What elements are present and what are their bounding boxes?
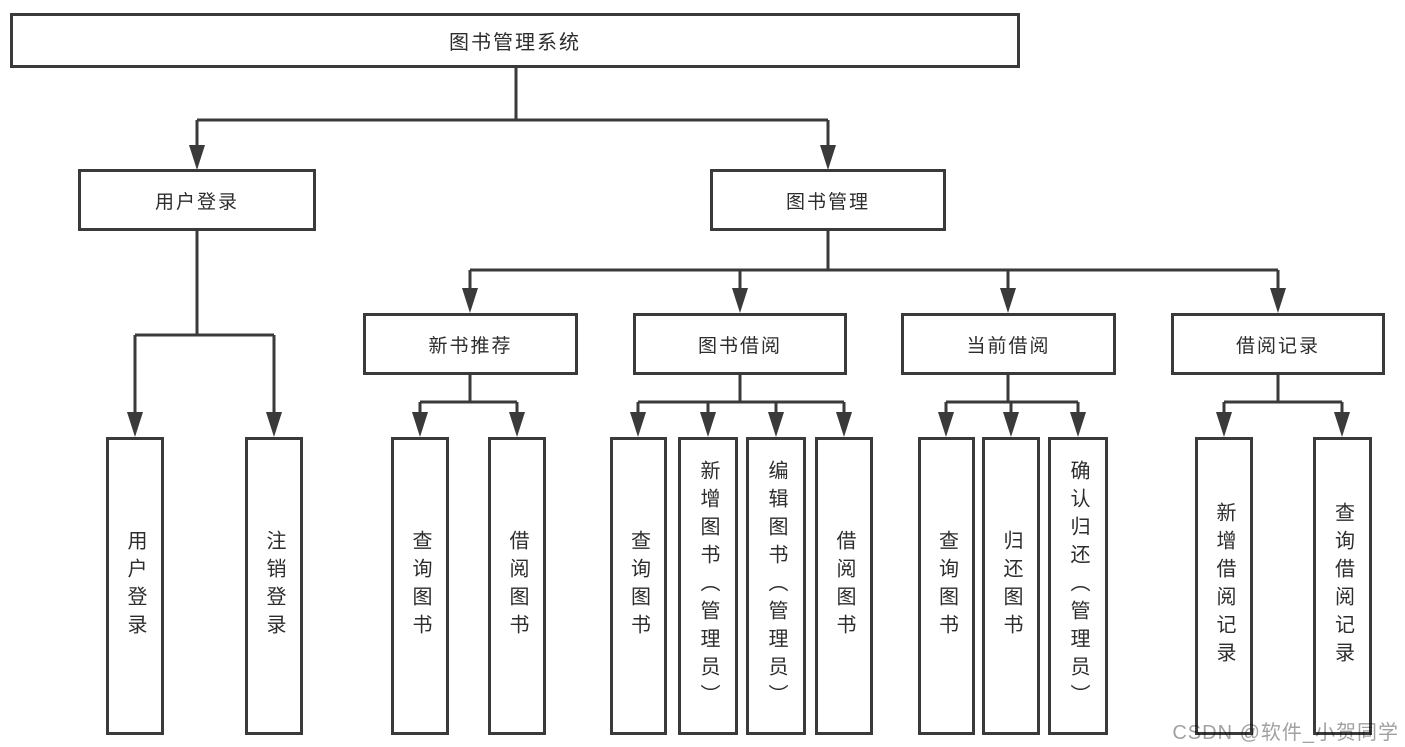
- node-label: 确认归还（管理员）: [1067, 460, 1089, 712]
- node-label: 图书管理系统: [449, 32, 581, 54]
- node-label: 用户登录: [124, 530, 146, 642]
- node-leaf-borrow-books: 借阅图书: [815, 437, 873, 735]
- node-leaf-add-borrow-record: 新增借阅记录: [1195, 437, 1253, 735]
- node-current-borrow: 当前借阅: [901, 313, 1116, 375]
- node-label: 新增借阅记录: [1213, 502, 1235, 670]
- node-leaf-borrow-books-recommend: 借阅图书: [488, 437, 546, 735]
- node-leaf-user-login: 用户登录: [106, 437, 164, 735]
- node-user-login-branch: 用户登录: [78, 169, 316, 231]
- node-leaf-edit-books-admin: 编辑图书（管理员）: [746, 437, 806, 735]
- node-label: 查询图书: [935, 530, 958, 642]
- node-label: 注销登录: [263, 530, 285, 642]
- node-leaf-query-books-borrow: 查询图书: [610, 437, 667, 735]
- node-label: 归还图书: [1000, 530, 1022, 642]
- node-label: 借阅记录: [1235, 335, 1320, 357]
- node-label: 编辑图书（管理员）: [765, 460, 787, 712]
- node-label: 查询借阅记录: [1331, 502, 1354, 670]
- node-label: 新增图书（管理员）: [697, 460, 719, 712]
- node-root-library-system: 图书管理系统: [10, 13, 1020, 68]
- node-label: 新书推荐: [428, 335, 513, 357]
- node-borrow-records: 借阅记录: [1171, 313, 1385, 375]
- node-label: 当前借阅: [966, 335, 1051, 357]
- node-leaf-query-books-current: 查询图书: [918, 437, 975, 735]
- node-label: 借阅图书: [506, 530, 528, 642]
- node-label: 查询图书: [409, 530, 431, 642]
- node-leaf-add-books-admin: 新增图书（管理员）: [678, 437, 738, 735]
- node-book-borrow: 图书借阅: [633, 313, 847, 375]
- node-leaf-logout: 注销登录: [245, 437, 303, 735]
- node-book-management-branch: 图书管理: [710, 169, 946, 231]
- arrowheads: [127, 145, 1350, 437]
- node-leaf-return-books: 归还图书: [982, 437, 1040, 735]
- node-leaf-query-borrow-record: 查询借阅记录: [1313, 437, 1372, 735]
- csdn-watermark: CSDN @软件_小贺同学: [1172, 722, 1399, 744]
- node-new-book-recommend: 新书推荐: [363, 313, 578, 375]
- node-label: 借阅图书: [833, 530, 855, 642]
- node-label: 图书管理: [785, 191, 870, 213]
- node-label: 查询图书: [627, 530, 650, 642]
- node-leaf-confirm-return-admin: 确认归还（管理员）: [1048, 437, 1108, 735]
- node-label: 图书借阅: [697, 335, 782, 357]
- node-leaf-query-books-recommend: 查询图书: [391, 437, 449, 735]
- node-label: 用户登录: [154, 191, 239, 213]
